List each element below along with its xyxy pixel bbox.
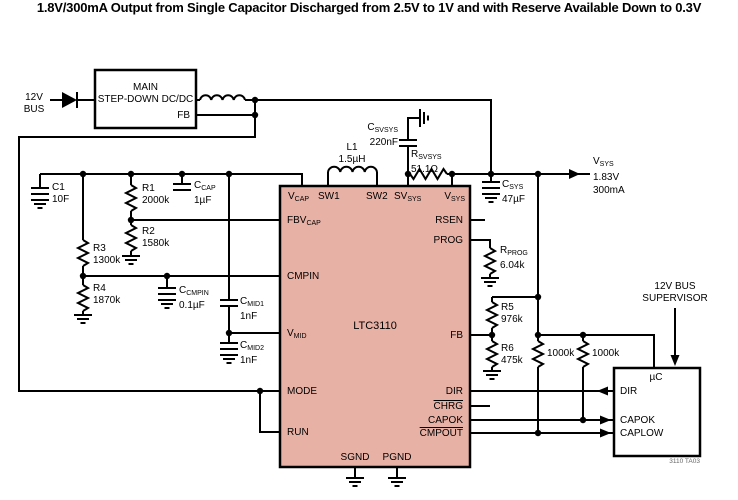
uc-chip-label: µC bbox=[649, 372, 663, 383]
csvsys-label: CSVSYS 220nF bbox=[367, 122, 398, 148]
pin-sw2: SW2 bbox=[366, 191, 388, 202]
inductor-l1-symbol bbox=[327, 165, 378, 173]
capacitor-ccap-symbol bbox=[172, 183, 192, 191]
pin-vsys: VSYS bbox=[444, 191, 465, 203]
pullup2-label: 1000k bbox=[592, 348, 620, 359]
pin-sw1: SW1 bbox=[318, 191, 340, 202]
pin-pgnd: PGND bbox=[382, 452, 412, 463]
vsys-output-label: VSYS 1.83V 300mA bbox=[593, 156, 625, 196]
pin-fbvcap: FBVCAP bbox=[287, 215, 321, 227]
capacitor-cmid1-symbol bbox=[219, 299, 239, 307]
cmid2-label: CMID2 1nF bbox=[240, 340, 264, 366]
pullup1-label: 1000k bbox=[547, 348, 575, 359]
resistor-rprog-symbol bbox=[484, 247, 496, 275]
pin-vcap: VCAP bbox=[288, 191, 310, 203]
stepdown-fb-pin-label: FB bbox=[177, 110, 190, 121]
pin-cmpin: CMPIN bbox=[287, 271, 320, 282]
resistor-r4-symbol bbox=[77, 284, 89, 312]
capacitor-c1-symbol bbox=[30, 187, 50, 195]
supervisor-pointer-arrow bbox=[670, 355, 680, 366]
csys-label: CSYS 47µF bbox=[502, 179, 525, 205]
inductor-stepdown-symbol bbox=[199, 94, 246, 101]
pin-prog: PROG bbox=[433, 235, 463, 246]
resistor-r2-symbol bbox=[125, 224, 137, 252]
dir-arrow bbox=[597, 386, 608, 396]
microcontroller-block bbox=[612, 366, 702, 458]
capacitor-csys-symbol bbox=[481, 181, 501, 189]
caplow-arrow bbox=[600, 428, 611, 438]
resistor-r6-symbol bbox=[486, 340, 498, 368]
stepdown-block bbox=[93, 68, 198, 130]
schematic-title: 1.8V/300mA Output from Single Capacitor … bbox=[36, 0, 702, 15]
figure-footnote: 3110 TA03 bbox=[669, 458, 700, 465]
wires bbox=[18, 92, 676, 478]
uc-pin-caplow: CAPLOW bbox=[620, 428, 664, 439]
vsys-output-arrow bbox=[569, 169, 580, 179]
ccap-label: CCAP 1µF bbox=[194, 180, 216, 206]
uc-pin-capok: CAPOK bbox=[620, 415, 656, 426]
capok-arrow bbox=[600, 415, 611, 425]
arrowheads bbox=[569, 169, 680, 438]
pin-dir: DIR bbox=[445, 386, 463, 397]
rsvsys-label: RSVSYS 51.1Ω bbox=[411, 149, 442, 175]
resistor-r1-symbol bbox=[125, 184, 137, 212]
capacitor-ccmpin-symbol bbox=[157, 287, 177, 295]
pin-svsys: SVSYS bbox=[394, 191, 422, 203]
ic-part-number: LTC3110 bbox=[353, 320, 397, 332]
resistor-r5-symbol bbox=[486, 301, 498, 329]
pin-rsen: RSEN bbox=[435, 215, 463, 226]
junction-dots bbox=[79, 96, 587, 437]
uc-pin-dir: DIR bbox=[620, 386, 638, 397]
ltc3110-block bbox=[278, 184, 472, 469]
rprog-label: RPROG 6.04k bbox=[500, 245, 528, 271]
resistor-pullup2-symbol bbox=[577, 340, 589, 368]
pin-fb: FB bbox=[450, 330, 463, 341]
capacitor-cmid2-symbol bbox=[219, 342, 239, 350]
pin-cmpout: CMPOUT bbox=[419, 428, 463, 439]
pin-mode: MODE bbox=[287, 386, 317, 397]
cmid1-label: CMID1 1nF bbox=[240, 296, 264, 322]
capacitor-csvsys-symbol bbox=[398, 139, 418, 147]
pin-chrg: CHRG bbox=[433, 401, 463, 412]
ccmpin-label: CCMPIN 0.1µF bbox=[179, 285, 209, 311]
pin-vmid: VMID bbox=[287, 328, 307, 340]
pin-run: RUN bbox=[287, 427, 309, 438]
pin-sgnd: SGND bbox=[340, 452, 370, 463]
diode-symbol bbox=[62, 92, 77, 108]
resistor-pullup1-symbol bbox=[532, 340, 544, 368]
pin-capok: CAPOK bbox=[427, 415, 463, 426]
resistor-r3-symbol bbox=[77, 239, 89, 267]
